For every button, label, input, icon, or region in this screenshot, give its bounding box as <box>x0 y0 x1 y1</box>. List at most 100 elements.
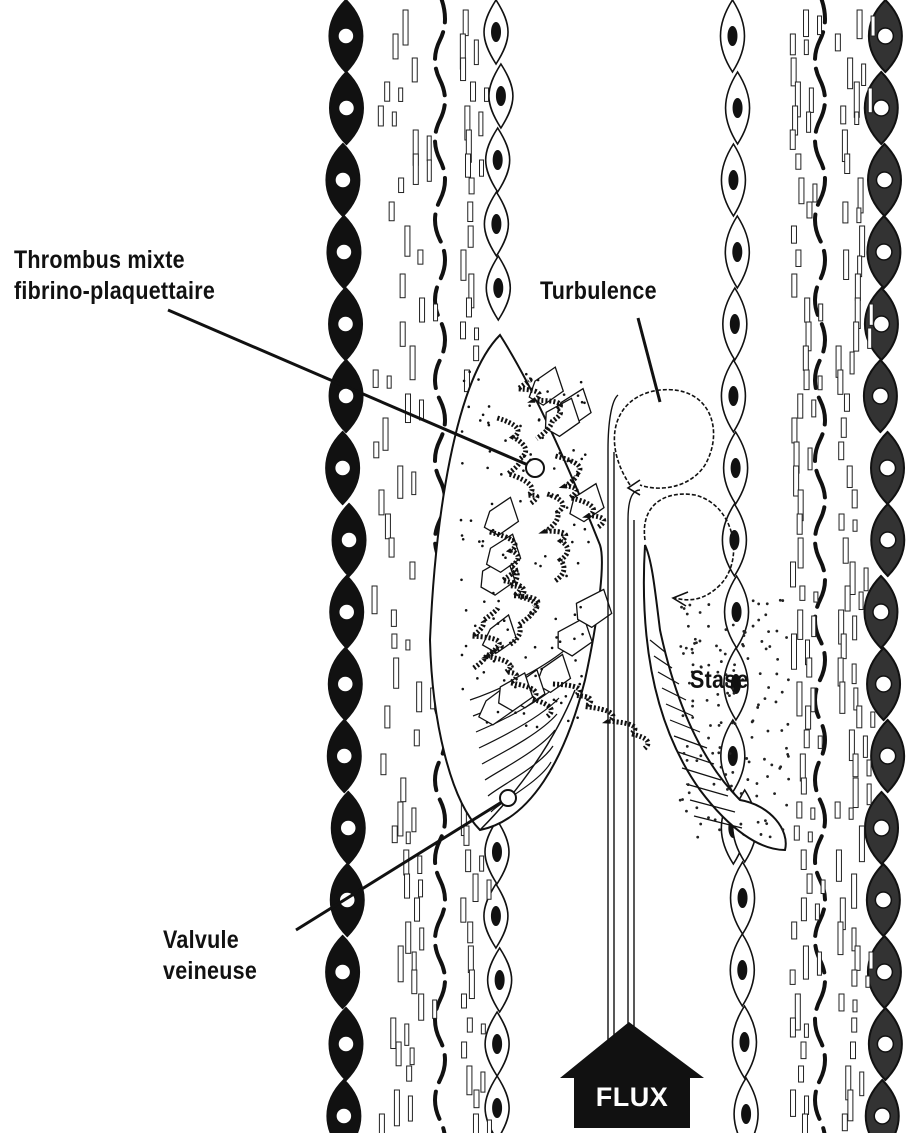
stasis-particle <box>781 599 784 602</box>
wall-fiber <box>396 1042 401 1066</box>
wall-fiber <box>803 946 808 979</box>
wall-fiber <box>385 82 390 101</box>
stasis-particle <box>773 792 776 795</box>
endothelial-nucleus <box>495 970 505 990</box>
stasis-particle <box>757 821 760 824</box>
wall-fiber <box>862 64 866 85</box>
platelet-granule <box>577 394 580 397</box>
endothelial-nucleus <box>741 1104 751 1124</box>
wall-fiber <box>855 946 860 970</box>
wall-fiber <box>857 208 861 223</box>
stasis-particle <box>686 745 689 748</box>
wall-fiber <box>406 640 410 650</box>
stasis-particle <box>755 795 758 798</box>
platelet-granule <box>534 562 537 565</box>
wall-fiber <box>795 994 800 1030</box>
wall-fiber <box>849 808 853 819</box>
wall-fiber <box>467 1018 472 1032</box>
platelet-granule <box>460 519 463 522</box>
wall-fiber <box>790 130 795 149</box>
platelet-granule <box>468 371 471 374</box>
wall-fiber <box>848 1090 853 1121</box>
cell-nucleus <box>335 460 351 476</box>
stasis-particle <box>769 835 772 838</box>
wall-fiber <box>461 58 466 81</box>
wall-fiber <box>845 586 850 611</box>
platelet-granule <box>553 698 556 701</box>
stasis-particle <box>778 767 781 770</box>
stasis-particle <box>775 673 778 676</box>
platelet-granule <box>544 555 547 558</box>
stasis-particle <box>688 604 691 607</box>
wall-fiber <box>385 514 390 539</box>
stasis-particle <box>776 658 779 661</box>
wall-fiber <box>801 1042 806 1059</box>
platelet-granule <box>502 554 505 557</box>
wall-fiber <box>841 634 846 659</box>
stasis-particle <box>709 724 712 727</box>
cell-nucleus <box>876 172 892 188</box>
wall-fiber <box>839 514 844 530</box>
stasis-particle <box>707 625 710 628</box>
platelet-granule <box>483 600 486 603</box>
wall-fiber <box>417 682 422 712</box>
wall-fiber <box>434 304 438 321</box>
wall-fiber <box>475 328 479 340</box>
cell-nucleus <box>338 316 354 332</box>
stasis-particle <box>707 737 710 740</box>
wall-fiber <box>412 808 416 832</box>
platelet-granule <box>551 647 554 650</box>
endothelial-nucleus <box>496 86 506 106</box>
platelet-granule <box>504 439 507 442</box>
platelet-granule <box>555 636 558 639</box>
cell-nucleus <box>876 676 892 692</box>
stasis-particle <box>767 730 770 733</box>
stasis-particle <box>686 759 689 762</box>
wall-fiber <box>471 82 476 101</box>
cell-nucleus <box>873 604 889 620</box>
stasis-particle <box>729 752 732 755</box>
stasis-particle <box>747 657 750 660</box>
stasis-particle <box>688 791 691 794</box>
platelet-granule <box>478 540 481 543</box>
stasis-particle <box>719 649 722 652</box>
wall-fiber <box>407 1066 412 1081</box>
platelet-granule <box>486 467 489 470</box>
platelet-granule <box>525 373 528 376</box>
platelet-granule <box>559 640 562 643</box>
wall-fiber <box>838 922 843 955</box>
wall-fiber <box>481 1024 485 1034</box>
platelet-granule <box>461 654 464 657</box>
wall-fiber <box>853 520 857 531</box>
wall-fiber <box>835 34 840 51</box>
wall-fiber <box>790 1018 795 1037</box>
wall-fiber <box>461 994 466 1008</box>
wall-fiber <box>414 730 419 746</box>
stasis-particle <box>699 823 702 826</box>
wall-fiber <box>852 874 857 908</box>
wall-fiber <box>844 250 849 279</box>
wall-fiber <box>372 586 377 614</box>
wall-fiber <box>804 10 809 37</box>
wall-fiber <box>468 946 473 973</box>
wall-fiber <box>807 202 812 218</box>
endothelial-nucleus <box>728 170 738 190</box>
wall-fiber <box>796 250 801 266</box>
flux-label: FLUX <box>574 1082 690 1113</box>
platelet-granule <box>461 534 464 537</box>
endothelial-nucleus <box>491 214 501 234</box>
wall-fiber <box>467 1066 472 1095</box>
wall-fiber <box>805 1096 809 1114</box>
wall-fiber <box>869 304 873 325</box>
cell-nucleus <box>338 100 354 116</box>
wall-fiber <box>399 178 404 193</box>
wall-fiber <box>480 160 484 176</box>
stasis-particle <box>785 747 788 750</box>
cell-nucleus <box>340 820 356 836</box>
platelet-granule <box>497 622 500 625</box>
wall-fiber <box>418 856 422 873</box>
platelet-granule <box>487 422 490 425</box>
wall-fiber <box>817 952 821 975</box>
endothelial-nucleus <box>493 278 503 298</box>
wall-fiber <box>405 1024 409 1045</box>
